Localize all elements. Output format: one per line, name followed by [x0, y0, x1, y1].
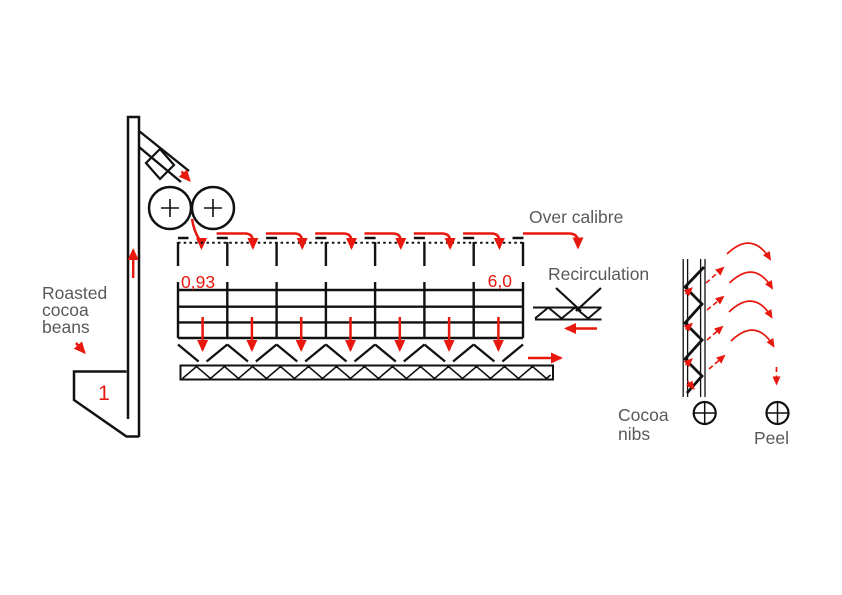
over-calibre-label: Over calibre [529, 207, 623, 227]
air-exit-arrow [708, 354, 726, 370]
chute-lower-line [138, 146, 182, 183]
recirculation-screen [533, 306, 602, 321]
conveyor-truss-pattern [181, 365, 552, 380]
sieve-compartment-walls [176, 236, 525, 266]
air-internal-arrow [683, 358, 693, 368]
flow-arrow [315, 232, 357, 250]
sieve-first-size-label: 0,93 [181, 272, 215, 292]
nibs-outlet-cross [693, 402, 716, 424]
nibs-down-arrow [686, 380, 695, 391]
peel-arc [728, 300, 773, 319]
roller-axes [161, 199, 222, 217]
flow-arrow [265, 232, 308, 250]
roller-right [190, 185, 236, 231]
nibs-label-line1: Cocoa [618, 405, 669, 425]
peel-label: Peel [754, 428, 789, 448]
feed-label-line2: cocoa [42, 300, 89, 320]
crushing-rollers-icon [147, 185, 236, 250]
labels: Roasted cocoa beans Over calibre Recircu… [42, 207, 789, 448]
bucket-elevator [126, 115, 141, 437]
air-flow-arrows [683, 266, 726, 391]
sieve-last-size-label: 6,0 [488, 271, 513, 291]
chute-upper-line [138, 130, 190, 172]
chute-flow-arrow [178, 169, 191, 182]
peel-arc [728, 271, 774, 290]
nibs-label-line2: nibs [618, 424, 650, 444]
flow-arrow [364, 232, 407, 250]
sieve-pass-through-arrows [197, 317, 504, 352]
conveyor-frame [179, 364, 554, 381]
cocoa-nibs-outlet-icon [692, 400, 717, 426]
feed-pointer-arrow [73, 341, 86, 354]
hopper-outline [72, 370, 139, 438]
over-calibre-arrow [523, 232, 584, 250]
peel-outlet-icon [765, 400, 790, 426]
collecting-funnels [177, 343, 524, 363]
air-internal-arrow [683, 287, 693, 297]
air-internal-arrow [683, 322, 693, 332]
sieve-feed-arrows [216, 232, 584, 250]
peel-arc [726, 242, 772, 261]
flow-arrow [463, 232, 505, 250]
recirculation-sieve-icon [533, 287, 602, 334]
feed-hopper: 1 [72, 370, 139, 438]
flow-arrow [413, 232, 456, 250]
air-exit-arrow [706, 325, 724, 341]
flow-arrow [216, 232, 259, 250]
hopper-number-label: 1 [98, 382, 110, 405]
winnowing-column [682, 259, 726, 397]
sieve-classifier: 0,93 6,0 [176, 236, 525, 340]
peel-outlet-cross [766, 402, 789, 424]
recirculation-label: Recirculation [548, 264, 649, 284]
rollers-to-sieve-arrow [190, 218, 207, 250]
feed-label-line3: beans [42, 317, 90, 337]
feed-label-line1: Roasted [42, 283, 107, 303]
peel-arc [730, 329, 775, 348]
chute-gate [144, 147, 176, 181]
peel-trajectory-arcs [726, 242, 781, 386]
air-exit-arrow [705, 266, 725, 284]
discharge-chute [138, 130, 191, 183]
air-exit-arrow [706, 295, 725, 311]
vibrating-conveyor [179, 352, 563, 381]
elevator-column [126, 115, 141, 437]
